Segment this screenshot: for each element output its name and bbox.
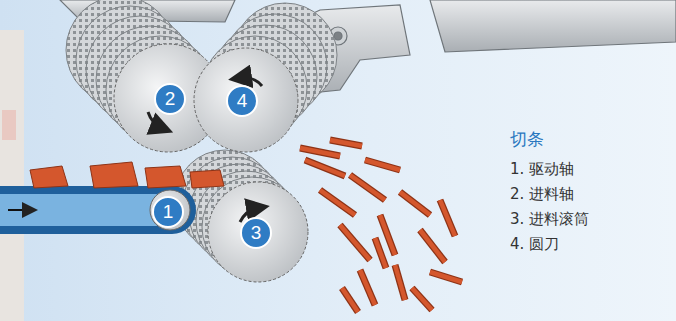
callout-number: 3 [240, 217, 272, 249]
callout-text: 2 [165, 88, 176, 110]
list-item: 2. 进料轴 [510, 185, 574, 204]
callout-number: 4 [226, 85, 258, 117]
callout-number: 2 [154, 83, 186, 115]
list-item: 1. 驱动轴 [510, 160, 574, 179]
cut-strips [300, 140, 462, 312]
conveyor-belt [0, 186, 196, 234]
list-title: 切条 [510, 128, 544, 151]
callout-number: 1 [152, 196, 184, 228]
callout-text: 4 [237, 90, 248, 112]
product-pieces [30, 162, 224, 188]
photo-edge [0, 30, 24, 321]
feed-shaft [66, 0, 222, 152]
callout-text: 1 [163, 201, 174, 223]
list-item: 3. 进料滚筒 [510, 210, 589, 229]
circular-knife [194, 3, 337, 152]
photo-edge [2, 110, 16, 140]
list-item: 4. 圆刀 [510, 235, 559, 254]
callout-text: 3 [251, 222, 262, 244]
